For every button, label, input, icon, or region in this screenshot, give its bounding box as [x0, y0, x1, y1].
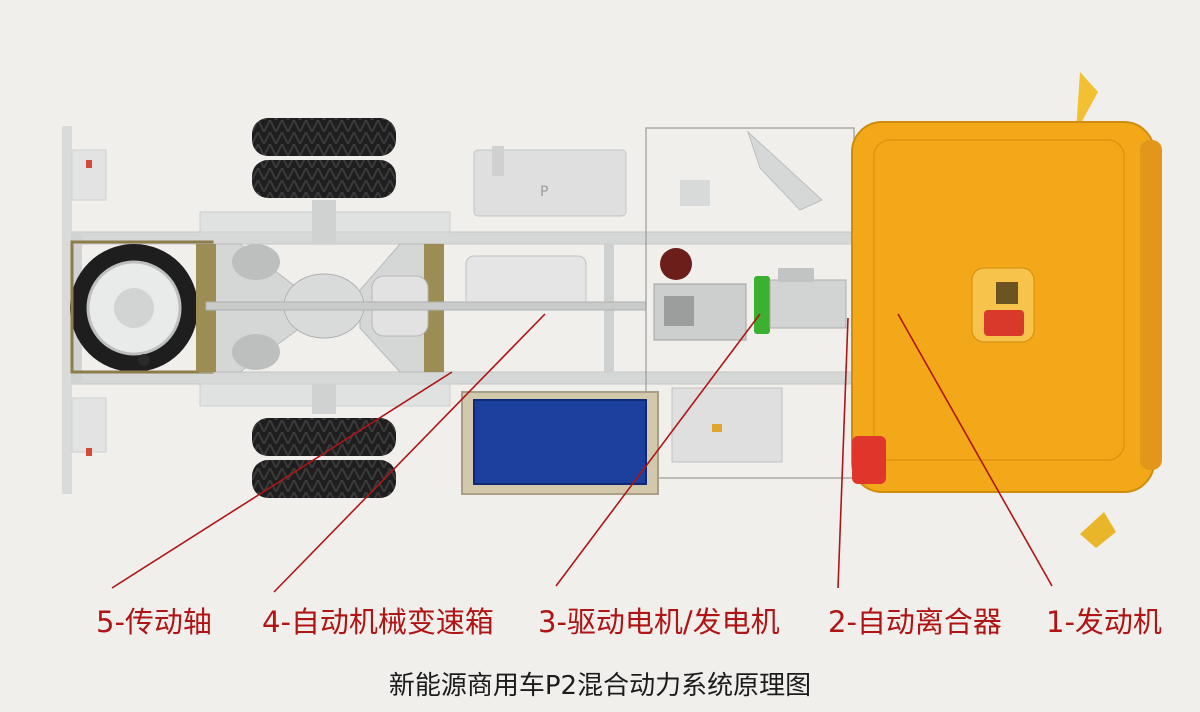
gearbox-body	[653, 283, 747, 341]
diagram-title: 新能源商用车P2混合动力系统原理图	[388, 671, 812, 701]
drive-shaft	[205, 301, 647, 311]
label-amt: 4-自动机械变速箱	[262, 605, 494, 639]
engine-block	[769, 268, 847, 329]
label-engine: 1-发动机	[1046, 605, 1162, 639]
label-motor: 3-驱动电机/发电机	[538, 605, 780, 639]
battery-pack	[461, 391, 659, 495]
aftertreatment-box: P	[473, 146, 627, 217]
leader-engine	[897, 313, 1053, 587]
label-clutch: 2-自动离合器	[828, 605, 1002, 639]
reservoir	[660, 248, 692, 280]
controller-box	[671, 387, 783, 463]
leader-amt	[273, 313, 546, 593]
rear-bumper	[62, 126, 107, 494]
svg-text:P: P	[540, 184, 548, 200]
spare-wheel	[70, 240, 214, 374]
leader-motor	[555, 313, 761, 587]
leader-clutch	[837, 317, 849, 589]
leader-lines	[111, 313, 1053, 593]
rear-tires	[252, 118, 396, 498]
label-driveshaft: 5-传动轴	[96, 605, 212, 639]
leader-driveshaft	[111, 371, 453, 589]
truck-cab	[851, 72, 1162, 548]
motor-generator	[754, 276, 770, 334]
